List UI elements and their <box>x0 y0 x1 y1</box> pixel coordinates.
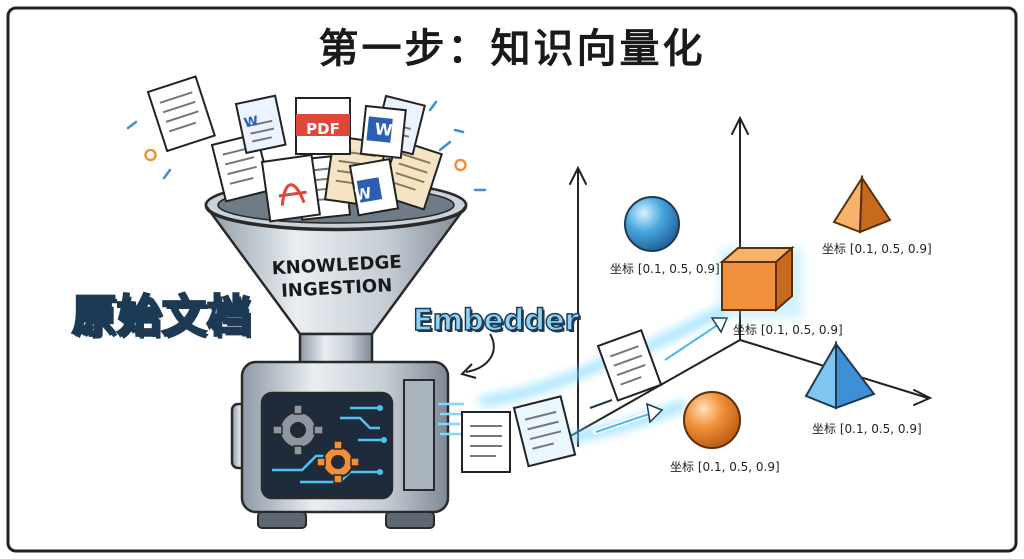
document-icon <box>234 94 287 155</box>
blue-sphere-icon <box>624 196 680 252</box>
raw-documents-label: 原始文档 <box>71 290 253 344</box>
page-border <box>6 6 1018 553</box>
word-icon <box>348 157 400 217</box>
word-icon <box>359 104 407 160</box>
page-title: 第一步：知识向量化 <box>318 26 706 72</box>
coordinate-label-blue-sphere: 坐标 [0.1, 0.5, 0.9] <box>610 262 720 276</box>
flow-arrows <box>479 305 729 445</box>
pdf-icon <box>260 153 321 223</box>
orange-pyramid-icon <box>832 174 892 234</box>
embedder-pointer <box>465 333 495 373</box>
orange-sphere-icon <box>683 391 741 449</box>
document-icon <box>596 328 663 402</box>
coordinate-label-blue-pyramid: 坐标 [0.1, 0.5, 0.9] <box>812 422 922 436</box>
embedder-machine <box>230 360 468 529</box>
document-icon <box>461 411 511 473</box>
coordinate-label-orange-cube: 坐标 [0.1, 0.5, 0.9] <box>733 323 843 337</box>
coordinate-label-orange-pyramid: 坐标 [0.1, 0.5, 0.9] <box>822 242 932 256</box>
document-icon <box>512 395 577 468</box>
document-icon <box>146 75 216 153</box>
gear-icon <box>316 440 360 484</box>
coordinate-label-orange-sphere: 坐标 [0.1, 0.5, 0.9] <box>670 460 780 474</box>
gear-icon <box>272 404 324 456</box>
pdf-icon <box>295 97 351 155</box>
embedder-label: Embedder <box>412 302 579 338</box>
blue-pyramid-icon <box>804 340 876 410</box>
orange-cube-icon <box>719 245 802 318</box>
raw-documents <box>146 75 444 223</box>
splash-marks <box>126 100 487 192</box>
